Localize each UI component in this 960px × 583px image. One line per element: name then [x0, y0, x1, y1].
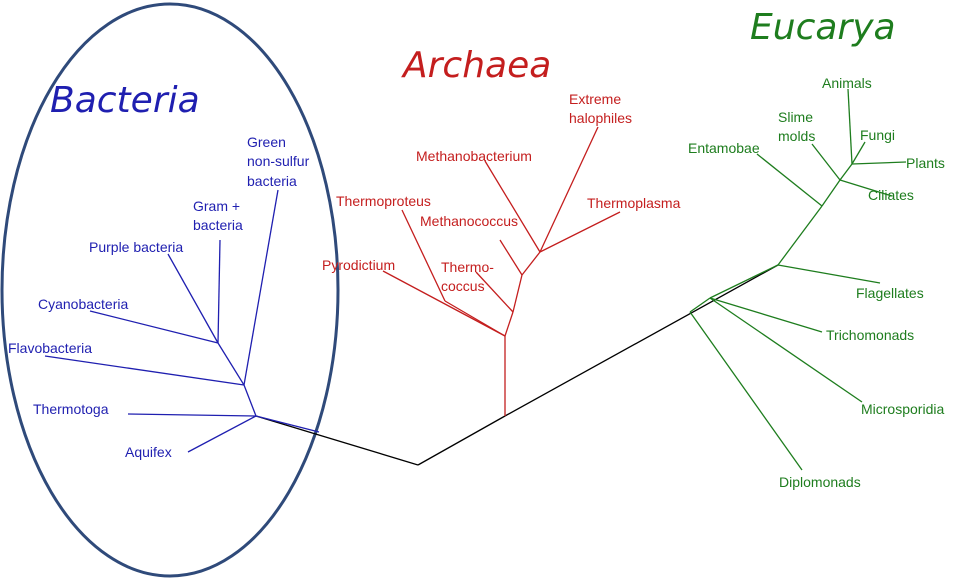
label-purple-bacteria: Purple bacteria — [89, 239, 183, 255]
bacteria-title: Bacteria — [50, 80, 200, 121]
archaea-branches — [382, 126, 621, 416]
label-thermococcus-1: Thermo- — [441, 259, 494, 275]
label-flavobacteria: Flavobacteria — [8, 340, 92, 356]
root-branches — [255, 264, 779, 466]
eucarya-branches — [689, 88, 907, 471]
label-extreme-halophiles-2: halophiles — [569, 110, 632, 126]
label-cyanobacteria: Cyanobacteria — [38, 296, 128, 312]
eucarya-title: Eucarya — [750, 7, 896, 48]
label-fungi: Fungi — [860, 127, 895, 143]
label-green-nonsulfur-2: non-sulfur — [247, 153, 310, 169]
label-slime-molds-1: Slime — [778, 109, 813, 125]
label-diplomonads: Diplomonads — [779, 474, 861, 490]
label-animals: Animals — [822, 75, 872, 91]
label-trichomonads: Trichomonads — [826, 327, 914, 343]
eucarya-labels: Animals Slime molds Fungi Entamobae Plan… — [688, 75, 945, 490]
label-thermoproteus: Thermoproteus — [336, 193, 431, 209]
label-thermoplasma: Thermoplasma — [587, 195, 681, 211]
label-methanococcus: Methanococcus — [420, 213, 518, 229]
label-green-nonsulfur-1: Green — [247, 134, 286, 150]
archaea-labels: Extreme halophiles Methanobacterium Ther… — [322, 91, 681, 294]
label-entamobae: Entamobae — [688, 140, 760, 156]
label-ciliates: Ciliates — [868, 187, 914, 203]
archaea-title: Archaea — [401, 45, 551, 86]
label-methanobacterium: Methanobacterium — [416, 148, 532, 164]
label-gram-positive-2: bacteria — [193, 217, 243, 233]
label-gram-positive-1: Gram + — [193, 198, 240, 214]
bacteria-highlight-ellipse — [0, 2, 340, 578]
label-thermococcus-2: coccus — [441, 278, 485, 294]
label-green-nonsulfur-3: bacteria — [247, 173, 297, 189]
label-plants: Plants — [906, 155, 945, 171]
label-thermotoga: Thermotoga — [33, 401, 109, 417]
label-flagellates: Flagellates — [856, 285, 924, 301]
label-aquifex: Aquifex — [125, 444, 172, 460]
label-pyrodictium: Pyrodictium — [322, 257, 395, 273]
bacteria-labels: Green non-sulfur bacteria Gram + bacteri… — [8, 134, 310, 460]
label-slime-molds-2: molds — [778, 128, 815, 144]
label-microsporidia: Microsporidia — [861, 401, 944, 417]
label-extreme-halophiles-1: Extreme — [569, 91, 621, 107]
bacteria-branches — [44, 189, 320, 453]
